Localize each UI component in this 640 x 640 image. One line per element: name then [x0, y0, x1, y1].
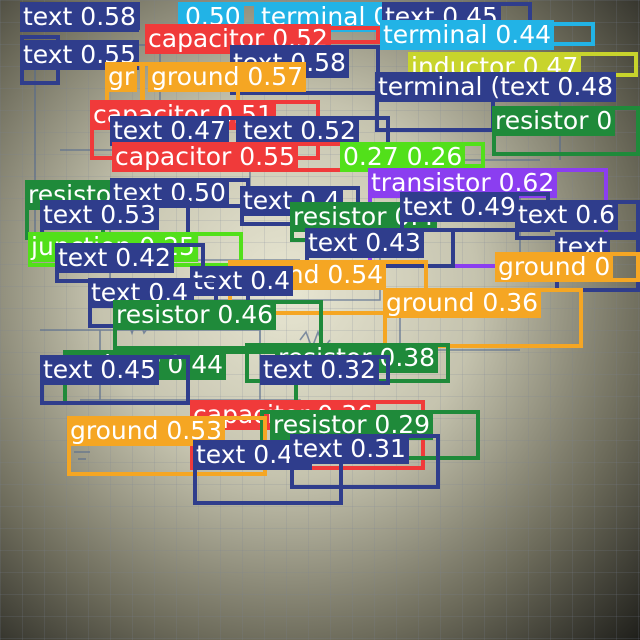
- text-detection-label: terminal (text 0.48: [375, 72, 617, 102]
- text-detection-label: text 0.42: [55, 243, 174, 273]
- text-detection-label: text 0.31: [290, 434, 409, 464]
- terminal-detection-label: terminal 0.44: [380, 20, 555, 50]
- ground-detection-label: ground 0.36: [383, 288, 542, 318]
- text-detection-label: text 0.49: [400, 192, 519, 222]
- capacitor-detection-label: capacitor 0.55: [112, 142, 298, 172]
- ground-detection-label: ground 0.57: [148, 62, 307, 92]
- text-detection-label: text 0.43: [305, 228, 424, 258]
- text-detection-label: text 0.53: [40, 200, 159, 230]
- text-detection-label: text 0.32: [260, 355, 379, 385]
- text-detection-label: text 0.52: [240, 116, 359, 146]
- text-detection-label: text 0.45: [40, 355, 159, 385]
- text-detection-label: text 0.47: [110, 116, 229, 146]
- junction-detection-label: 0.27 0.26: [340, 142, 466, 172]
- ground-detection-label: ground 0: [495, 252, 614, 282]
- text-detection-label: text 0.6: [515, 200, 619, 230]
- ground-detection-label: gr: [105, 62, 138, 92]
- text-detection-label: text 0.58: [20, 2, 139, 32]
- resistor-detection-label: resistor 0: [492, 106, 616, 136]
- resistor-detection-label: resistor 0.46: [113, 300, 277, 330]
